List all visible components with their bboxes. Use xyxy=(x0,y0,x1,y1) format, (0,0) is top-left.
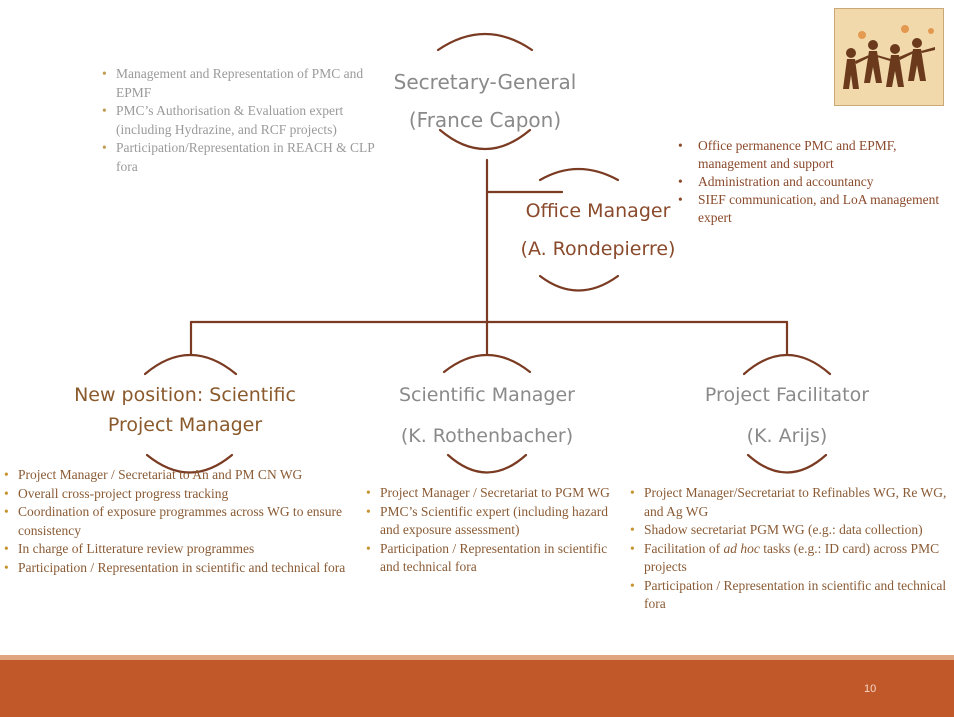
list-item: Project Manager / Secretariat to PGM WG xyxy=(364,484,622,503)
secretary-duties-list: Management and Representation of PMC and… xyxy=(100,65,390,176)
list-item: Participation / Representation in scient… xyxy=(2,559,354,578)
list-item: Office permanence PMC and EPMF, manageme… xyxy=(676,137,946,173)
people-holding-hands-icon xyxy=(834,8,944,106)
list-item: Facilitation of ad hoc tasks (e.g.: ID c… xyxy=(628,540,952,577)
list-item: Project Manager / Secretariat to An and … xyxy=(2,466,354,485)
footer-bar xyxy=(0,660,954,717)
list-item: Project Manager/Secretariat to Refinable… xyxy=(628,484,952,521)
center-node-title: Scientific Manager xyxy=(399,384,575,406)
list-item: Participation / Representation in scient… xyxy=(628,577,952,614)
office-bottom-arc xyxy=(538,274,620,292)
list-item: Shadow secretariat PGM WG (e.g.: data co… xyxy=(628,521,952,540)
office-top-arc xyxy=(538,167,620,182)
office-manager-title: Office Manager xyxy=(525,200,671,222)
left-duties-list: Project Manager / Secretariat to An and … xyxy=(2,466,354,577)
page-number: 10 xyxy=(864,683,877,695)
right-node-title: Project Facilitator xyxy=(704,384,870,406)
left-top-arc xyxy=(143,354,238,376)
left-node-title-line2: Project Manager xyxy=(107,414,263,436)
office-duties-list: Office permanence PMC and EPMF, manageme… xyxy=(676,137,946,227)
center-top-arc xyxy=(442,354,532,374)
list-item: PMC’s Scientific expert (including hazar… xyxy=(364,503,622,540)
secretary-top-arc xyxy=(436,33,534,52)
secretary-bottom-arc xyxy=(438,128,532,150)
office-manager-name: (A. Rondepierre) xyxy=(520,238,676,260)
right-item-3-pre: Facilitation of xyxy=(644,540,724,556)
right-item-3-post: tasks (e.g.: ID card) across PMC project… xyxy=(644,540,940,575)
center-duties-list: Project Manager / Secretariat to PGM WG … xyxy=(364,484,622,577)
list-item: Coordination of exposure programmes acro… xyxy=(2,503,354,540)
secretary-general-name: (France Capon) xyxy=(408,108,562,132)
list-item: Management and Representation of PMC and… xyxy=(100,65,390,102)
right-bottom-arc xyxy=(746,453,828,474)
right-node-name: (K. Arijs) xyxy=(746,425,828,447)
left-node-title-line1: New position: Scientific xyxy=(74,384,296,406)
right-item-3-emphasis: ad hoc xyxy=(723,540,760,556)
list-item: PMC’s Authorisation & Evaluation expert … xyxy=(100,102,390,139)
list-item: Overall cross-project progress tracking xyxy=(2,485,354,504)
list-item: Participation / Representation in scient… xyxy=(364,540,622,577)
secretary-general-title: Secretary-General xyxy=(393,70,577,94)
list-item: In charge of Litterature review programm… xyxy=(2,540,354,559)
right-duties-list: Project Manager/Secretariat to Refinable… xyxy=(628,484,952,614)
list-item: Administration and accountancy xyxy=(676,173,946,191)
right-top-arc xyxy=(742,354,832,376)
list-item: SIEF communication, and LoA management e… xyxy=(676,191,946,227)
center-bottom-arc xyxy=(446,453,528,474)
list-item: Participation/Representation in REACH & … xyxy=(100,139,390,176)
center-node-name: (K. Rothenbacher) xyxy=(400,425,574,447)
footer-accent-line xyxy=(0,655,954,660)
